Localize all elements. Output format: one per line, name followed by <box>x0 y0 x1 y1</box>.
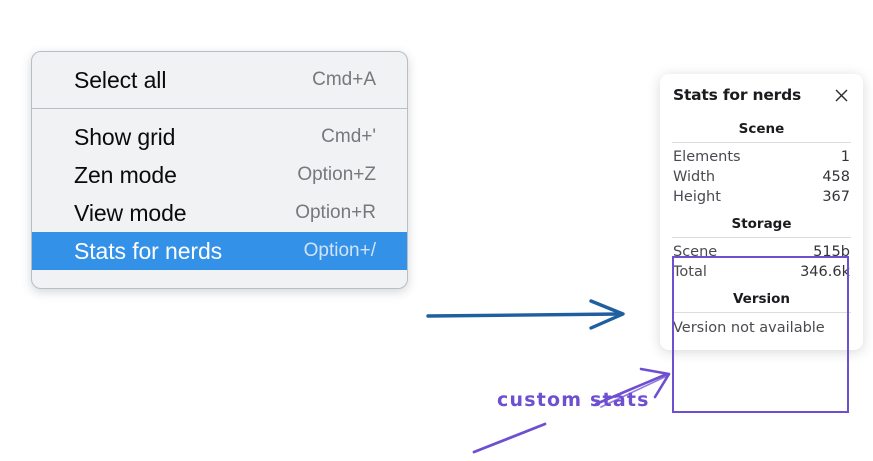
row-key: Height <box>673 189 721 205</box>
row-value: 346.6k <box>800 264 850 280</box>
section-divider <box>672 312 851 313</box>
section-title-storage: Storage <box>731 216 792 232</box>
row-value: 458 <box>822 169 850 185</box>
menu-group-top: Select all Cmd+A <box>32 52 407 108</box>
section-title-version: Version <box>732 291 791 307</box>
menu-item-stats-for-nerds[interactable]: Stats for nerds Option+/ <box>32 232 407 270</box>
blue-arrow-icon <box>426 299 625 330</box>
section-divider <box>672 237 851 238</box>
stats-row-elements: Elements 1 <box>660 147 863 167</box>
menu-item-shortcut: Option+Z <box>297 164 376 185</box>
stats-row-scene-size: Scene 515b <box>660 242 863 262</box>
menu-item-shortcut: Cmd+A <box>312 69 376 90</box>
menu-bottom-padding <box>32 270 407 288</box>
row-value: 1 <box>840 149 850 165</box>
menu-item-label: Select all <box>74 66 167 93</box>
row-key: Elements <box>673 149 741 165</box>
stats-for-nerds-panel: Stats for nerds Scene Elements 1 Width 4… <box>660 74 863 350</box>
menu-item-label: Show grid <box>74 123 176 150</box>
row-key: Total <box>673 264 707 280</box>
stats-row-height: Height 367 <box>660 187 863 207</box>
menu-item-view-mode[interactable]: View mode Option+R <box>32 194 407 232</box>
menu-item-label: Zen mode <box>74 161 177 188</box>
row-value: 367 <box>822 189 850 205</box>
purple-underline-stroke <box>472 422 547 454</box>
menu-item-shortcut: Cmd+' <box>321 126 376 147</box>
menu-item-shortcut: Option+/ <box>303 240 376 261</box>
menu-separator <box>32 108 407 109</box>
stats-panel-title: Stats for nerds <box>673 86 802 104</box>
menu-item-shortcut: Option+R <box>295 202 376 223</box>
section-divider <box>672 142 851 143</box>
row-key: Scene <box>673 244 718 260</box>
menu-group-bottom: Show grid Cmd+' Zen mode Option+Z View m… <box>32 109 407 288</box>
menu-item-label: Stats for nerds <box>74 237 223 264</box>
stats-section-version: Version Version not available <box>660 290 863 336</box>
stats-row-width: Width 458 <box>660 167 863 187</box>
row-key: Width <box>673 169 716 185</box>
annotation-label-custom-stats: custom stats <box>497 389 650 411</box>
section-title-scene: Scene <box>738 121 785 137</box>
menu-item-zen-mode[interactable]: Zen mode Option+Z <box>32 156 407 194</box>
version-note: Version not available <box>673 320 825 336</box>
menu-item-label: View mode <box>74 199 187 226</box>
menu-item-show-grid[interactable]: Show grid Cmd+' <box>32 118 407 156</box>
context-menu[interactable]: Select all Cmd+A Show grid Cmd+' Zen mod… <box>31 51 408 289</box>
stats-row-total-size: Total 346.6k <box>660 262 863 282</box>
stats-section-storage: Storage Scene 515b Total 346.6k <box>660 215 863 282</box>
close-icon[interactable] <box>832 86 850 104</box>
row-value: 515b <box>813 244 850 260</box>
stats-panel-header: Stats for nerds <box>660 86 863 104</box>
menu-item-select-all[interactable]: Select all Cmd+A <box>32 61 407 99</box>
stats-section-scene: Scene Elements 1 Width 458 Height 367 <box>660 120 863 207</box>
